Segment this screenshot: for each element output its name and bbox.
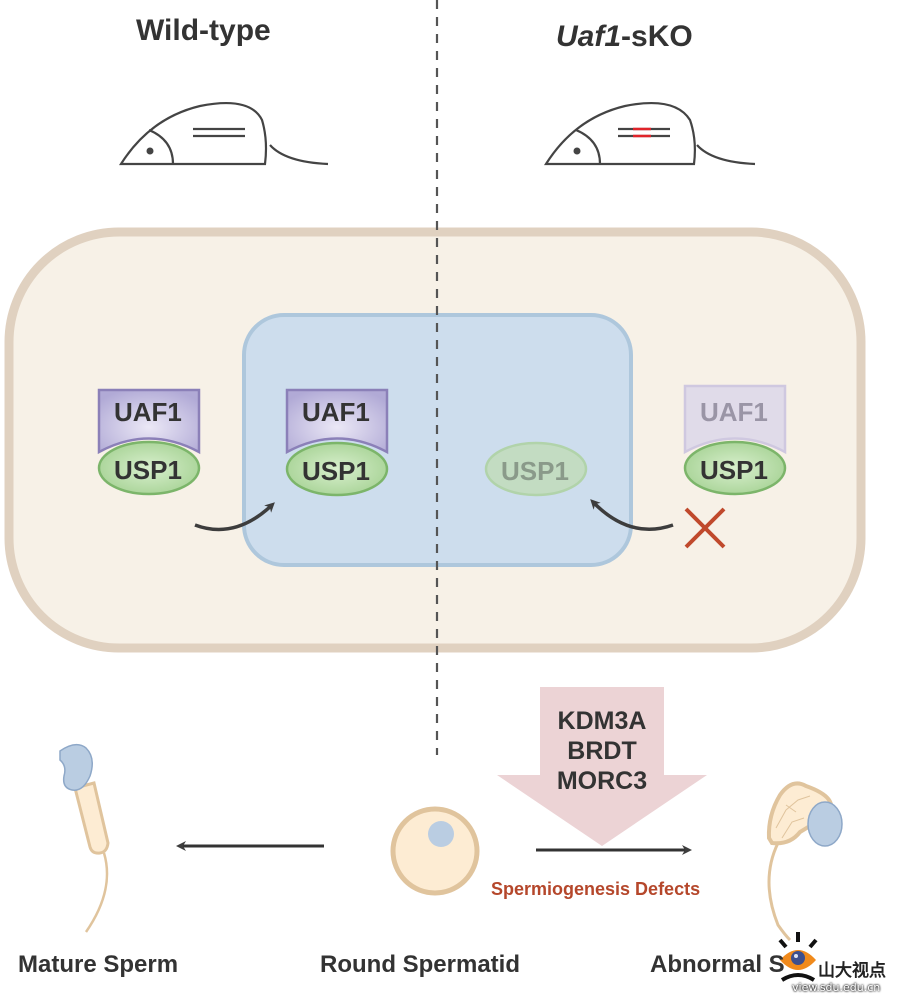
mature-sperm-label: Mature Sperm: [18, 951, 179, 978]
watermark-logo-icon: [778, 932, 818, 982]
watermark-url: view.sdu.edu.cn: [792, 981, 881, 994]
abnormal-sperm-label: Abnormal Sperm: [650, 951, 785, 978]
knockout-title: Uaf1-sKO: [556, 20, 693, 54]
knockout-mouse-icon: [544, 102, 756, 166]
import-arrow-ko: [590, 499, 674, 531]
spermiogenesis-defects-label: Spermiogenesis Defects: [491, 879, 701, 899]
gene-down-arrow: [497, 687, 707, 846]
usp1-protein-shape: [683, 440, 787, 496]
uaf1-usp1-complex-cytoplasm-wt: [97, 388, 201, 496]
abnormal-sperm-icon: [766, 781, 843, 942]
round-spermatid-icon: [390, 806, 480, 896]
usp1-protein-shape: [97, 440, 201, 496]
wild-type-title: Wild-type: [136, 14, 271, 47]
gene-morc3: MORC3: [556, 767, 648, 795]
round-spermatid-label: Round Spermatid: [320, 951, 521, 978]
uaf1-label-cytoplasm-ko: UAF1: [700, 397, 768, 427]
uaf1-label-nucleus-wt: UAF1: [302, 397, 370, 427]
gene-brdt: BRDT: [567, 737, 637, 765]
knockout-suffix: -sKO: [621, 20, 693, 53]
uaf1-usp1-complex-cytoplasm-ko: [683, 384, 787, 496]
uaf1-protein-shape: [97, 388, 201, 455]
uaf1-label-cytoplasm-wt: UAF1: [114, 397, 182, 427]
usp1-faded-nucleus: [484, 441, 588, 497]
gene-list: KDM3A BRDT MORC3: [540, 706, 664, 796]
watermark-text: 山大视点: [818, 961, 886, 981]
uaf1-usp1-complex-nucleus-wt: [285, 388, 389, 497]
import-arrow-wt: [194, 502, 275, 532]
uaf1-faded-shape: [683, 384, 787, 455]
cross-icon: [684, 507, 726, 549]
usp1-label-nucleus-wt: USP1: [302, 456, 370, 486]
usp1-label-cytoplasm-ko: USP1: [700, 455, 768, 485]
usp1-protein-shape: [285, 441, 389, 497]
mature-sperm-icon: [59, 743, 110, 933]
usp1-label-cytoplasm-wt: USP1: [114, 455, 182, 485]
uaf1-protein-shape: [285, 388, 389, 455]
gene-kdm3a: KDM3A: [557, 707, 647, 735]
knockout-gene-name: Uaf1: [556, 20, 622, 53]
usp1-label-nucleus-ko: USP1: [501, 456, 569, 486]
wild-type-mouse-icon: [119, 102, 329, 166]
